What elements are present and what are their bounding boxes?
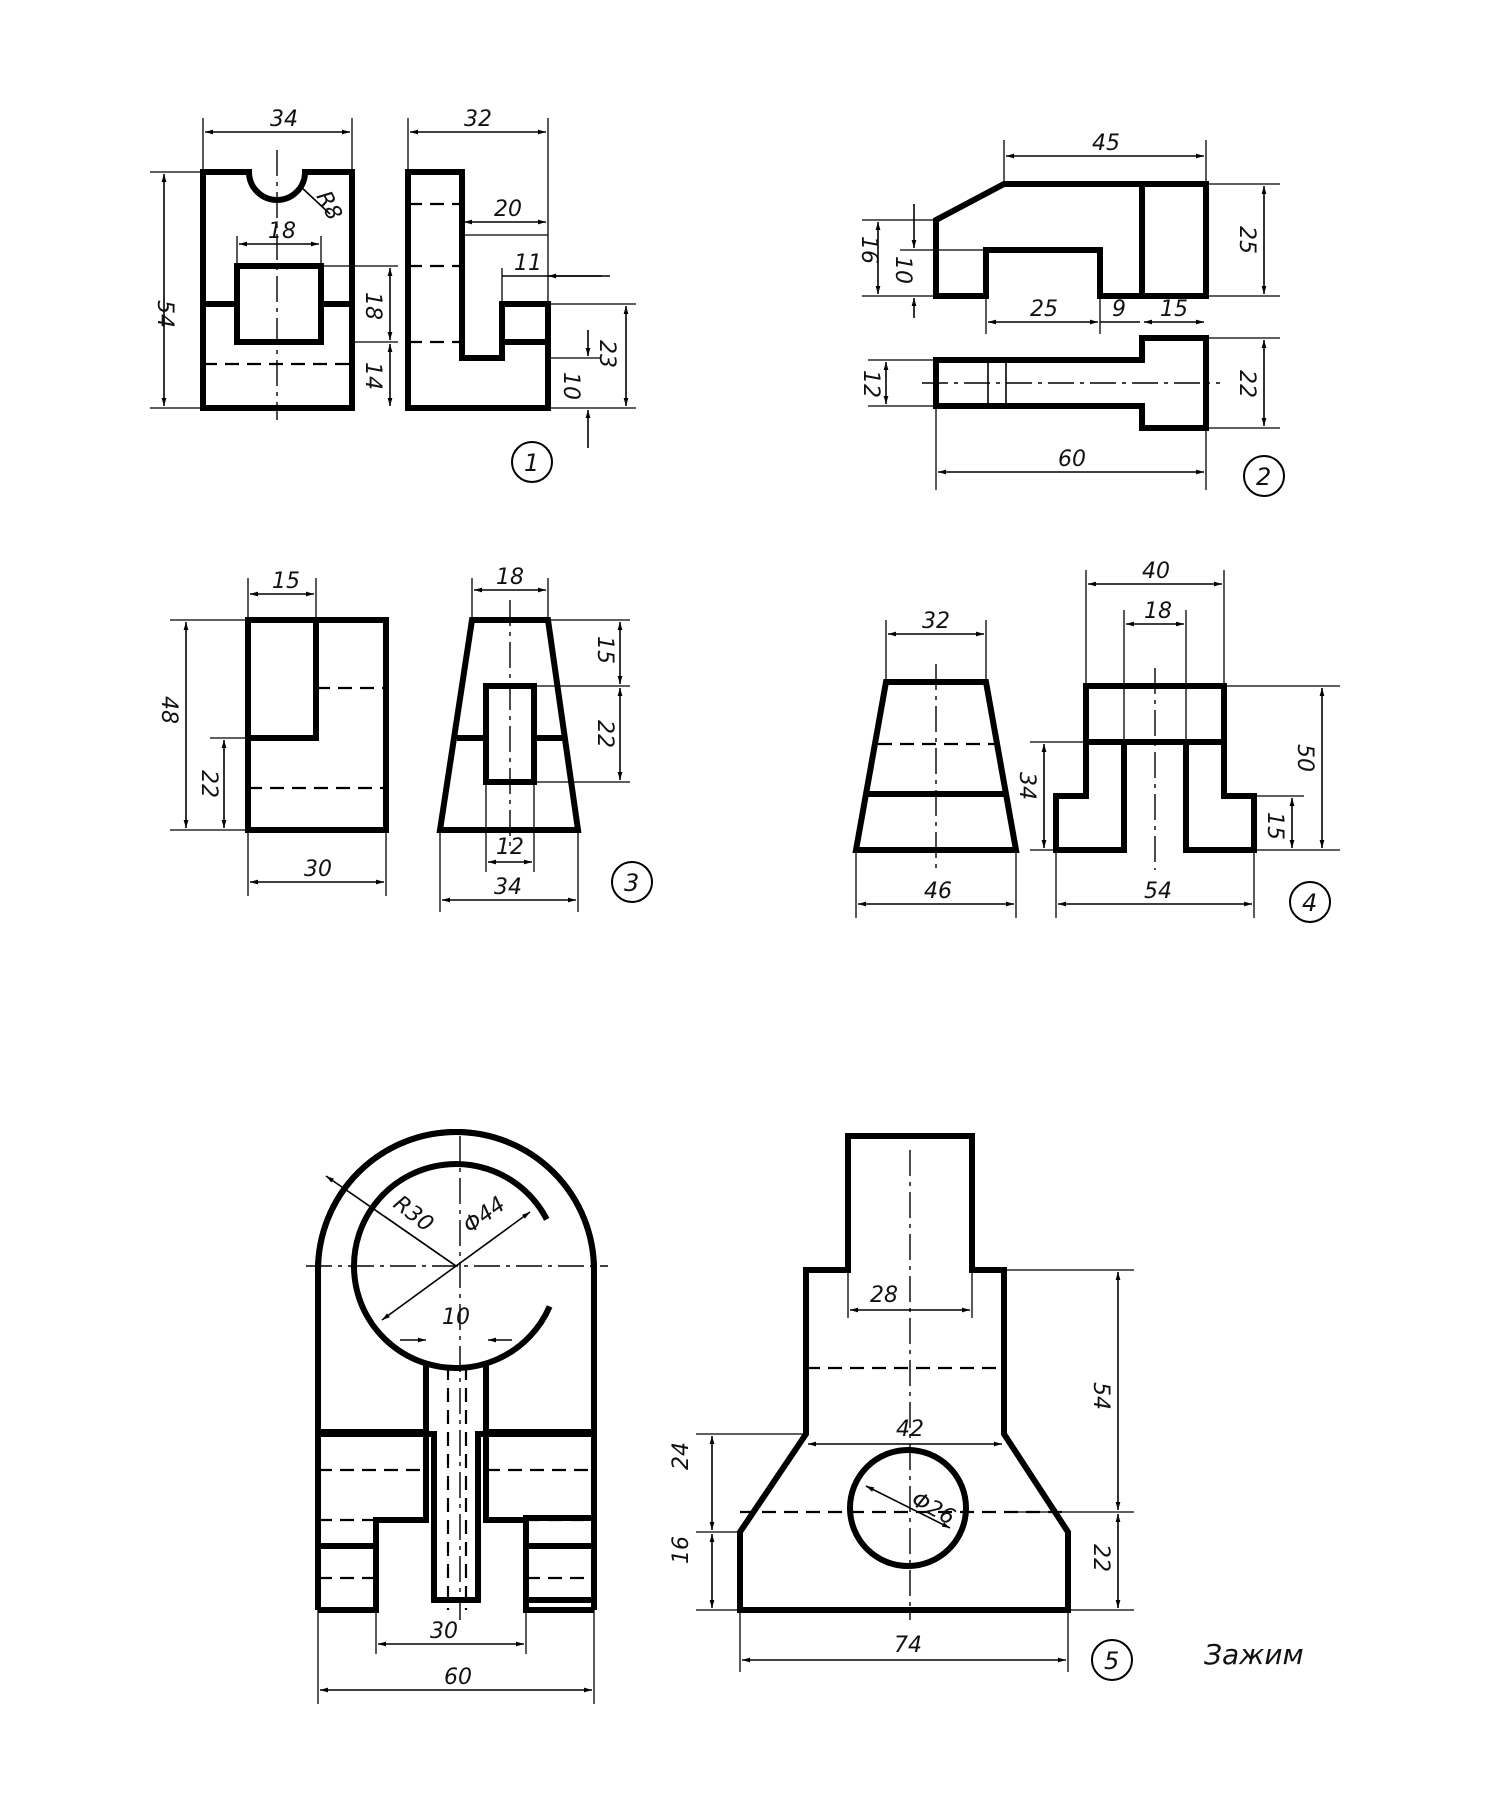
dim-46: 46 xyxy=(924,879,952,904)
drawing-caption: Зажим xyxy=(1204,1638,1304,1671)
dim-18-fig3: 18 xyxy=(496,565,524,590)
dim-20: 20 xyxy=(494,197,522,222)
dim-18-top: 18 xyxy=(268,219,296,244)
dim-22-fig5: 22 xyxy=(1088,1544,1113,1572)
dim-30-fig3: 30 xyxy=(304,857,332,882)
dim-54: 54 xyxy=(152,300,177,328)
dim-15-fig4: 15 xyxy=(1262,812,1287,840)
dim-22-fig3-left: 22 xyxy=(196,770,221,798)
dim-phi26: Φ26 xyxy=(907,1487,959,1530)
dim-54-fig4: 54 xyxy=(1144,879,1172,904)
dim-9: 9 xyxy=(1112,297,1126,322)
dim-60-fig5: 60 xyxy=(444,1665,472,1690)
dim-10: 10 xyxy=(558,372,583,400)
dim-34-fig3: 34 xyxy=(494,875,522,900)
dim-10-fig2: 10 xyxy=(890,256,915,284)
dim-25-right: 25 xyxy=(1234,226,1259,254)
dim-48: 48 xyxy=(156,696,181,724)
dim-15-fig3-side: 15 xyxy=(592,636,617,664)
dim-24: 24 xyxy=(669,1442,694,1470)
dim-15-fig2: 15 xyxy=(1160,297,1188,322)
dim-28: 28 xyxy=(870,1283,898,1308)
dim-11: 11 xyxy=(514,251,542,276)
dim-34: 34 xyxy=(270,107,298,132)
figure-3: 15 48 22 30 18 15 22 12 34 3 xyxy=(156,565,653,912)
dim-42: 42 xyxy=(896,1417,924,1442)
dim-22-fig3-side: 22 xyxy=(592,720,617,748)
dim-16-fig5: 16 xyxy=(669,1536,694,1564)
dim-15-fig3: 15 xyxy=(272,569,300,594)
figure-4: 32 46 40 18 34 50 15 54 4 xyxy=(852,559,1340,923)
figure-3-number: 3 xyxy=(624,869,639,897)
dim-R30: R30 xyxy=(388,1191,437,1237)
dim-60-fig2: 60 xyxy=(1058,447,1086,472)
dim-R8: R8 xyxy=(311,187,347,225)
dim-18-fig4: 18 xyxy=(1144,599,1172,624)
figure-2-number: 2 xyxy=(1256,463,1271,491)
dim-74: 74 xyxy=(894,1633,922,1658)
figure-1: 34 32 54 R8 18 20 11 18 14 23 10 1 xyxy=(150,107,636,483)
figure-2: 45 16 10 25 25 9 15 12 22 60 2 xyxy=(856,131,1285,497)
dim-18-side: 18 xyxy=(360,292,385,320)
dim-34-fig4: 34 xyxy=(1014,772,1039,800)
figure-1-number: 1 xyxy=(524,449,539,477)
dim-50: 50 xyxy=(1292,744,1317,772)
dim-45: 45 xyxy=(1092,131,1120,156)
dim-32: 32 xyxy=(464,107,492,132)
dim-22-fig2: 22 xyxy=(1234,370,1259,398)
dim-32-fig4: 32 xyxy=(922,609,950,634)
figure-5: R30 Φ44 10 30 60 28 54 42 24 16 Φ26 22 7… xyxy=(306,1129,1304,1704)
dim-23: 23 xyxy=(594,340,619,368)
dim-16: 16 xyxy=(856,236,881,264)
dim-54-fig5: 54 xyxy=(1088,1382,1113,1410)
figure-4-number: 4 xyxy=(1302,889,1317,917)
dim-14: 14 xyxy=(360,362,385,390)
dim-25-bottom: 25 xyxy=(1030,297,1058,322)
dim-10-fig5: 10 xyxy=(442,1305,470,1330)
dim-40: 40 xyxy=(1142,559,1170,584)
dim-12: 12 xyxy=(858,370,883,398)
dim-30-fig5: 30 xyxy=(430,1619,458,1644)
figure-5-number: 5 xyxy=(1104,1647,1119,1675)
dim-12-fig3: 12 xyxy=(496,835,524,860)
